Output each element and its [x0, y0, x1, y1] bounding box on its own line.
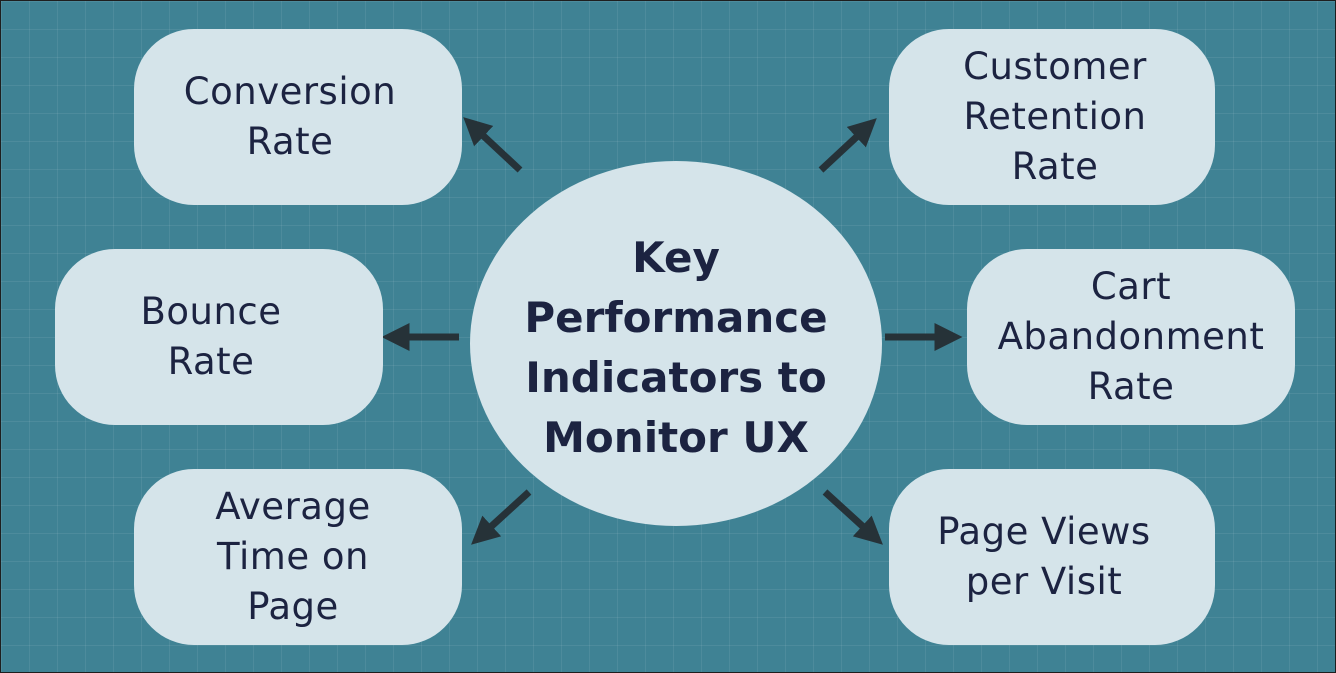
kpi-label: Conversion Rate — [183, 70, 397, 163]
kpi-label: Customer Retention Rate — [963, 45, 1147, 188]
kpi-label: Bounce Rate — [140, 290, 282, 383]
kpi-label: Cart Abandonment Rate — [997, 265, 1265, 408]
arrow-to-conversion-rate — [463, 117, 523, 173]
kpi-node-bounce-rate: Bounce Rate — [55, 249, 383, 425]
kpi-node-customer-retention-rate: Customer Retention Rate — [889, 29, 1215, 205]
arrow-to-average-time-on-page — [471, 489, 532, 545]
arrow-to-page-views-per-visit — [822, 489, 883, 545]
kpi-label: Page Views per Visit — [937, 510, 1151, 603]
arrow-to-customer-retention-rate — [818, 118, 877, 173]
kpi-label: Average Time on Page — [215, 485, 371, 628]
central-topic-node: Key Performance Indicators to Monitor UX — [470, 161, 882, 526]
kpi-node-average-time-on-page: Average Time on Page — [134, 469, 462, 645]
central-topic-label: Key Performance Indicators to Monitor UX — [524, 232, 828, 462]
kpi-node-page-views-per-visit: Page Views per Visit — [889, 469, 1215, 645]
kpi-node-conversion-rate: Conversion Rate — [134, 29, 462, 205]
kpi-node-cart-abandonment-rate: Cart Abandonment Rate — [967, 249, 1295, 425]
